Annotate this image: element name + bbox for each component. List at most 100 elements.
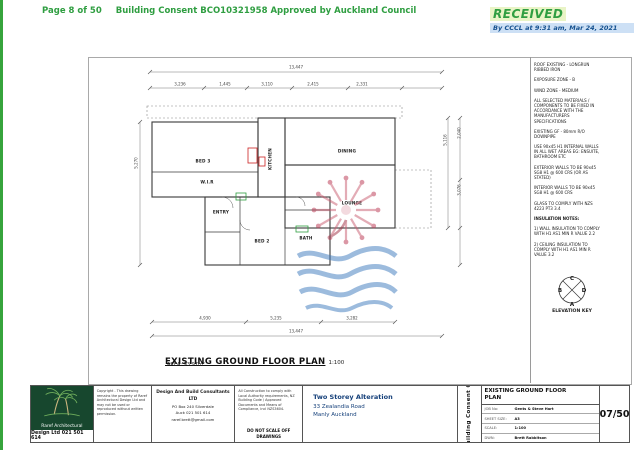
room-label-entry: ENTRY	[212, 209, 230, 215]
note-item: 1) WALL INSULATION TO COMPLY WITH H1 AS1…	[534, 226, 600, 237]
field-row-drawn: DWN: Brett Rabbitson	[482, 434, 600, 442]
dim-left-total: 5,270	[133, 157, 139, 169]
plan-title: EXISTING GROUND FLOOR PLAN	[165, 357, 326, 367]
dim-right-total: 5,116	[442, 134, 448, 146]
palm-trees-icon	[44, 388, 80, 417]
note-item: INTERIOR WALLS TO BE 90x45 SG8 H1 @ 600 …	[534, 185, 595, 196]
field-label: SCALE:	[484, 426, 498, 431]
sheet-number: 07/50	[599, 386, 629, 442]
dim-bottom-total: 13,447	[289, 328, 303, 334]
note-item: GLASS TO COMPLY WITH NZS 4223 PT3 3.4	[534, 200, 593, 211]
room-label-wir: W.I.R	[200, 179, 214, 185]
raref-palm-logo: Raref Architectural	[31, 386, 93, 430]
sheet-field-rows: JOB No: Gents & Steve Hart SHEET SIZE: A…	[481, 405, 600, 442]
elevation-letter-bottom: A	[570, 302, 575, 308]
project-address-section: Two Storey Alteration 33 Zealandia Road …	[302, 386, 457, 442]
elevation-letter-top: C	[570, 276, 574, 282]
roof-outline-dashed	[146, 105, 432, 229]
door-swings	[221, 196, 306, 231]
copyright-section: Copyright - This drawing remains the pro…	[92, 386, 151, 442]
dim-bottom-seg-3: 3,282	[346, 315, 358, 321]
stamp-received-text: RECEIVED	[490, 7, 567, 21]
dim-top-seg-2: 1,445	[219, 81, 231, 87]
field-value: Brett Rabbitson	[514, 435, 547, 440]
compliance-text: All Construction to comply with Local Au…	[238, 389, 295, 412]
dim-top-seg-1: 3,236	[174, 81, 186, 87]
note-item: ROOF EXISTING - LONGRUN RIBBED IRON	[534, 62, 590, 73]
field-row-job: JOB No: Gents & Steve Hart	[481, 405, 600, 415]
elevation-key-label: ELEVATION KEY	[552, 309, 592, 314]
project-name: Two Storey Alteration	[313, 393, 393, 401]
logo-company-name: Raref Architectural	[41, 424, 83, 429]
exterior-walls	[151, 117, 396, 266]
dim-bottom-seg-1: 4,930	[199, 315, 211, 321]
scan-edge-line	[0, 0, 3, 450]
designer-contact-section: Design And Build Consultants LTD PO Box …	[150, 386, 235, 442]
logo-phone-text: Design Ltd 021 501 614	[31, 431, 84, 441]
dim-top-seg-5: 2,331	[356, 81, 368, 87]
note-item: USE 90x45 H1 INTERNAL WALLS IN ALL WET A…	[534, 144, 600, 160]
note-item: WIND ZONE - MEDIUM	[534, 87, 579, 93]
design-firm-email: raref.brett@gmail.com	[171, 416, 215, 422]
dim-top-total: 13,447	[289, 64, 303, 70]
room-label-bath: BATH	[299, 235, 313, 241]
floor-plan-drawing	[137, 69, 463, 339]
room-label-bed2: BED 2	[254, 238, 270, 244]
design-firm-phone: Auck 021 501 614	[175, 410, 211, 416]
consent-approval-text: Building Consent BCO10321958 Approved by…	[115, 6, 417, 16]
elevation-key-icon: C B D A	[558, 276, 587, 308]
sheet-title-line2: PLAN	[484, 394, 502, 401]
room-label-lounge: LOUNGE	[341, 200, 363, 206]
do-not-scale-text: DO NOT SCALE OFF DRAWINGS	[246, 428, 291, 439]
dim-top-seg-3: 3,110	[261, 81, 273, 87]
field-value: A3	[514, 416, 520, 421]
red-markup-annotations	[247, 147, 266, 167]
field-label: DWN:	[484, 435, 495, 440]
sheet-details-section: EXISTING GROUND FLOOR PLAN JOB No: Gents…	[480, 386, 600, 442]
room-label-kitchen: KITCHEN	[267, 147, 273, 171]
field-value: 1:100	[514, 426, 526, 431]
project-suburb: Manly Auckland	[313, 412, 357, 418]
room-label-dining: DINING	[337, 148, 357, 154]
field-label: SHEET SIZE:	[484, 416, 507, 421]
field-row-scale: SCALE: 1:100	[481, 424, 600, 434]
stamp-date-text: By CCCL at 9:31 am, Mar 24, 2021	[490, 23, 634, 33]
field-value: Gents & Steve Hart	[514, 407, 554, 412]
interior-walls	[152, 171, 330, 265]
note-item: EXPOSURE ZONE - B	[534, 77, 576, 83]
design-firm-address: PO Box 240 Silverdale	[171, 403, 214, 409]
plan-area-text: AREA: 93.97m²	[167, 362, 205, 368]
design-firm-name: Design And Build Consultants LTD	[156, 390, 230, 403]
room-label-bed3: BED 3	[195, 158, 211, 164]
page-number-text: Page 8 of 50	[42, 6, 102, 16]
dim-bottom-seg-2: 5,235	[270, 315, 282, 321]
dim-right-seg-2: 3,076	[456, 184, 462, 196]
building-consent-text: Building Consent 01	[466, 386, 473, 442]
dim-top-seg-4: 2,415	[307, 81, 319, 87]
note-item: 2) CEILING INSULATION TO COMPLY WITH H1 …	[534, 241, 591, 257]
field-label: JOB No:	[484, 407, 499, 412]
plan-scale: 1:100	[328, 360, 345, 366]
note-item: EXISTING GF - 80mm R/O DOWNPIPE	[534, 128, 585, 139]
dim-right-seg-1: 2,040	[456, 127, 462, 139]
elevation-letter-left: B	[558, 288, 562, 294]
notes-divider-line	[530, 57, 531, 383]
green-markup-annotations	[235, 192, 309, 233]
sheet-title: EXISTING GROUND FLOOR PLAN	[481, 386, 600, 405]
elevation-letter-right: D	[582, 288, 587, 294]
title-block-logo-section: Raref Architectural Design Ltd 021 501 6…	[31, 386, 93, 442]
received-stamp: RECEIVED By CCCL at 9:31 am, Mar 24, 202…	[490, 3, 634, 33]
dimension-ticks	[137, 69, 463, 339]
dimension-lines	[139, 71, 461, 337]
field-row-sheetsize: SHEET SIZE: A3	[481, 414, 600, 424]
title-block: Raref Architectural Design Ltd 021 501 6…	[30, 385, 630, 443]
building-consent-vertical-label: Building Consent 01	[456, 386, 481, 442]
note-insulation-heading: INSULATION NOTES:	[534, 215, 580, 221]
project-street: 33 Zealandia Road	[313, 404, 365, 410]
page-header: Page 8 of 50 Building Consent BCO10321958…	[42, 6, 416, 16]
notes-column: ROOF EXISTING - LONGRUN RIBBED IRON EXPO…	[534, 62, 600, 262]
note-item: EXTERIOR WALLS TO BE 90x45 SG8 H1 @ 600 …	[534, 164, 597, 180]
sheet-title-line1: EXISTING GROUND FLOOR	[484, 388, 567, 394]
